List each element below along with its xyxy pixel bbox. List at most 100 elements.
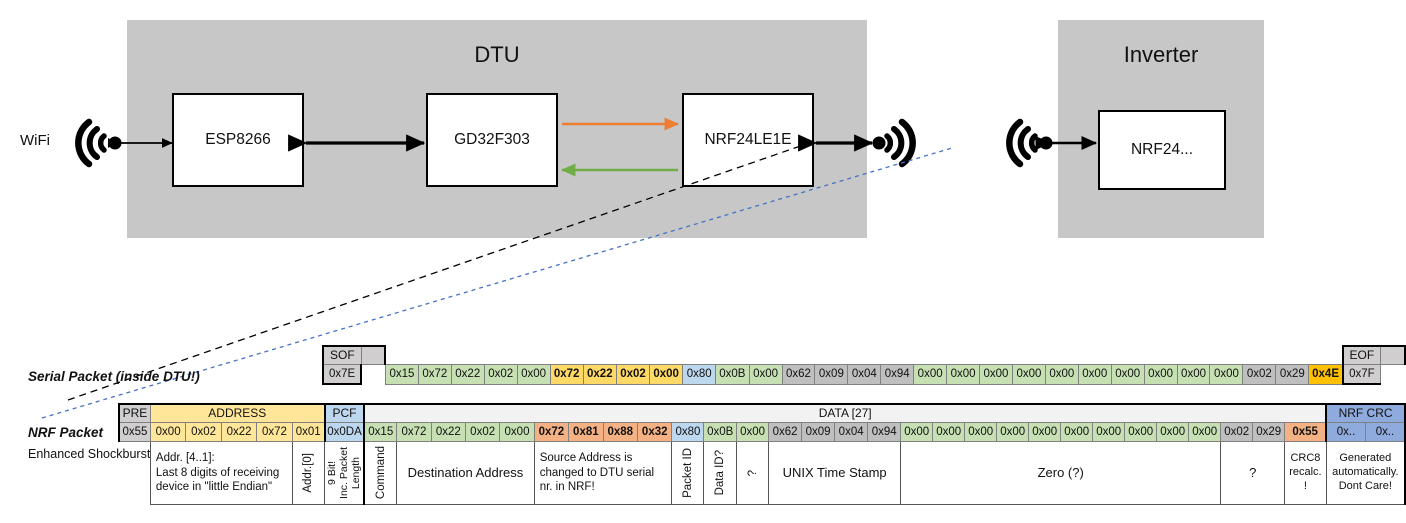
- dtu-title: DTU: [474, 42, 520, 67]
- nrf-desc-crc8-l2: recalc.: [1289, 466, 1322, 479]
- serial-byte-cell: 0x00: [946, 364, 981, 385]
- nrf-packet-description-row: Addr. [4..1]: Last 8 digits of receiving…: [119, 441, 1406, 505]
- wifi-antenna-icon: [75, 118, 107, 168]
- nrf-byte-cell: 0x15: [363, 422, 398, 442]
- nrf-address-header: ADDRESS: [149, 403, 326, 423]
- nrf-desc-unix-label: UNIX Time Stamp: [782, 464, 887, 480]
- nrf-data-header: DATA [27]: [363, 403, 1327, 423]
- nrf-desc-address-l2: Last 8 digits of receiving: [155, 466, 280, 479]
- nrf-desc-zero: Zero (?): [900, 441, 1222, 505]
- nrf-desc-generated-l2: automatically.: [1332, 466, 1399, 479]
- nrf-desc-address-l3: device in "little Endian": [155, 481, 273, 494]
- serial-byte-cell: 0x02: [1242, 364, 1277, 385]
- nrf-byte-cell: 0x0DA: [323, 422, 365, 442]
- serial-byte-cell: 0x22: [582, 364, 617, 385]
- nrf-byte-cell: 0x00: [1124, 422, 1158, 442]
- serial-eof-header-pad: [1379, 345, 1406, 365]
- chip-nrf24[interactable]: NRF24...: [1098, 110, 1226, 190]
- nrf-desc-source-l2: changed to DTU serial: [539, 466, 655, 479]
- serial-packet-header-row: SOF EOF: [321, 345, 1406, 365]
- serial-eof-header: EOF: [1341, 345, 1381, 365]
- chip-nrf24le1e[interactable]: NRF24LE1E: [682, 93, 814, 187]
- nrf-desc-packet-id: Packet ID: [671, 441, 705, 505]
- nrf-packet-header-row: PRE ADDRESS PCF DATA [27] NRF CRC: [117, 403, 1406, 423]
- serial-byte-cell: 0x80: [682, 364, 717, 385]
- nrf-byte-cell: 0x00: [149, 422, 187, 442]
- nrf-desc-qmark-label: ?: [746, 469, 759, 477]
- nrf-desc-generated-l1: Generated: [1339, 452, 1392, 465]
- nrf-byte-cell: 0x81: [568, 422, 604, 442]
- nrf-pre-header: PRE: [117, 403, 151, 423]
- nrf-desc-destination-label: Destination Address: [407, 464, 524, 480]
- serial-byte-cell: 0x00: [649, 364, 684, 385]
- nrf-byte-cell: 0x02: [1220, 422, 1254, 442]
- chip-esp8266-label: ESP8266: [205, 131, 271, 148]
- nrf-byte-cell: 0x00: [932, 422, 966, 442]
- nrf-desc-source-l1: Source Address is: [539, 452, 633, 465]
- nrf-pcf-header: PCF: [323, 403, 365, 423]
- nrf-desc-crc8-l1: CRC8: [1290, 452, 1321, 465]
- nrf-desc-qmark2: ?: [1220, 441, 1286, 505]
- dtu-radio-dot: [872, 136, 886, 150]
- nrf-byte-cell: 0x0B: [703, 422, 738, 442]
- nrf-byte-cell: 0x80: [671, 422, 705, 442]
- nrf-byte-cell: 0x72: [533, 422, 570, 442]
- nrf-desc-source: Source Address is changed to DTU serial …: [533, 441, 673, 505]
- inverter-radio-icon: [1006, 118, 1038, 168]
- serial-byte-cell: 0x00: [1176, 364, 1211, 385]
- serial-byte-cell: 0x72: [549, 364, 584, 385]
- serial-byte-cell: 0x00: [1011, 364, 1046, 385]
- nrf-desc-unix: UNIX Time Stamp: [768, 441, 902, 505]
- nrf-byte-cell: 0x32: [636, 422, 673, 442]
- nrf-desc-address: Addr. [4..1]: Last 8 digits of receiving…: [149, 441, 293, 505]
- nrf-desc-data-id-label: Data ID?: [714, 450, 727, 496]
- wifi-label: WiFi: [20, 132, 50, 149]
- nrf-byte-cell: 0x29: [1252, 422, 1286, 442]
- serial-byte-cell: 0x7F: [1341, 364, 1381, 385]
- nrf-desc-pre-blank: [119, 442, 150, 505]
- nrf-byte-cell: 0x00: [996, 422, 1030, 442]
- nrf-byte-cell: 0x72: [396, 422, 432, 442]
- nrf-byte-cell: 0x00: [736, 422, 770, 442]
- inverter-radio-dot: [1039, 136, 1053, 150]
- serial-byte-cell: 0x22: [450, 364, 485, 385]
- nrf-byte-cell: 0x04: [834, 422, 869, 442]
- nrf-desc-packet-id-label: Packet ID: [681, 448, 694, 498]
- serial-byte-cell: 0x0B: [715, 364, 750, 385]
- serial-byte-cell: 0x00: [748, 364, 783, 385]
- nrf-desc-pcf-len: Length: [349, 456, 362, 490]
- serial-sof-pad: [361, 365, 385, 385]
- nrf-desc-data-id: Data ID?: [703, 441, 738, 505]
- nrf-byte-cell: 0x72: [256, 422, 293, 442]
- serial-eof-pad: [1380, 365, 1405, 385]
- serial-byte-cell: 0x4E: [1308, 364, 1344, 385]
- chip-esp8266[interactable]: ESP8266: [172, 93, 304, 187]
- nrf-byte-cell: 0x00: [900, 422, 934, 442]
- nrf-desc-source-l3: nr. in NRF!: [539, 481, 595, 494]
- nrf-byte-cell: 0x00: [964, 422, 998, 442]
- serial-byte-cell: 0x00: [1044, 364, 1079, 385]
- nrf-desc-zero-label: Zero (?): [1037, 464, 1084, 480]
- serial-byte-cell: 0x00: [1143, 364, 1178, 385]
- inverter-title: Inverter: [1123, 42, 1199, 67]
- nrf-desc-crc8: CRC8 recalc. !: [1284, 441, 1327, 505]
- nrf-desc-qmark: ?: [736, 441, 770, 505]
- nrf-desc-addr0-label: Addr.[0]: [302, 453, 315, 493]
- serial-byte-cell: 0x62: [781, 364, 816, 385]
- serial-byte-cell: 0x00: [979, 364, 1013, 385]
- chip-gd32f303[interactable]: GD32F303: [426, 93, 558, 187]
- serial-byte-cell: 0x04: [847, 364, 882, 385]
- serial-header-spacer: [385, 346, 1342, 365]
- nrf-desc-generated-l3: Dont Care!: [1338, 479, 1392, 492]
- nrf-desc-addr0: Addr.[0]: [291, 441, 326, 505]
- nrf-desc-generated: Generated automatically. Dont Care!: [1325, 441, 1406, 505]
- nrf-byte-cell: 0x..: [1364, 422, 1406, 442]
- chip-nrf24le1e-label: NRF24LE1E: [704, 131, 792, 148]
- serial-byte-cell: 0x7E: [321, 364, 363, 385]
- nrf-byte-cell: 0x94: [867, 422, 902, 442]
- serial-byte-cell: 0x72: [417, 364, 452, 385]
